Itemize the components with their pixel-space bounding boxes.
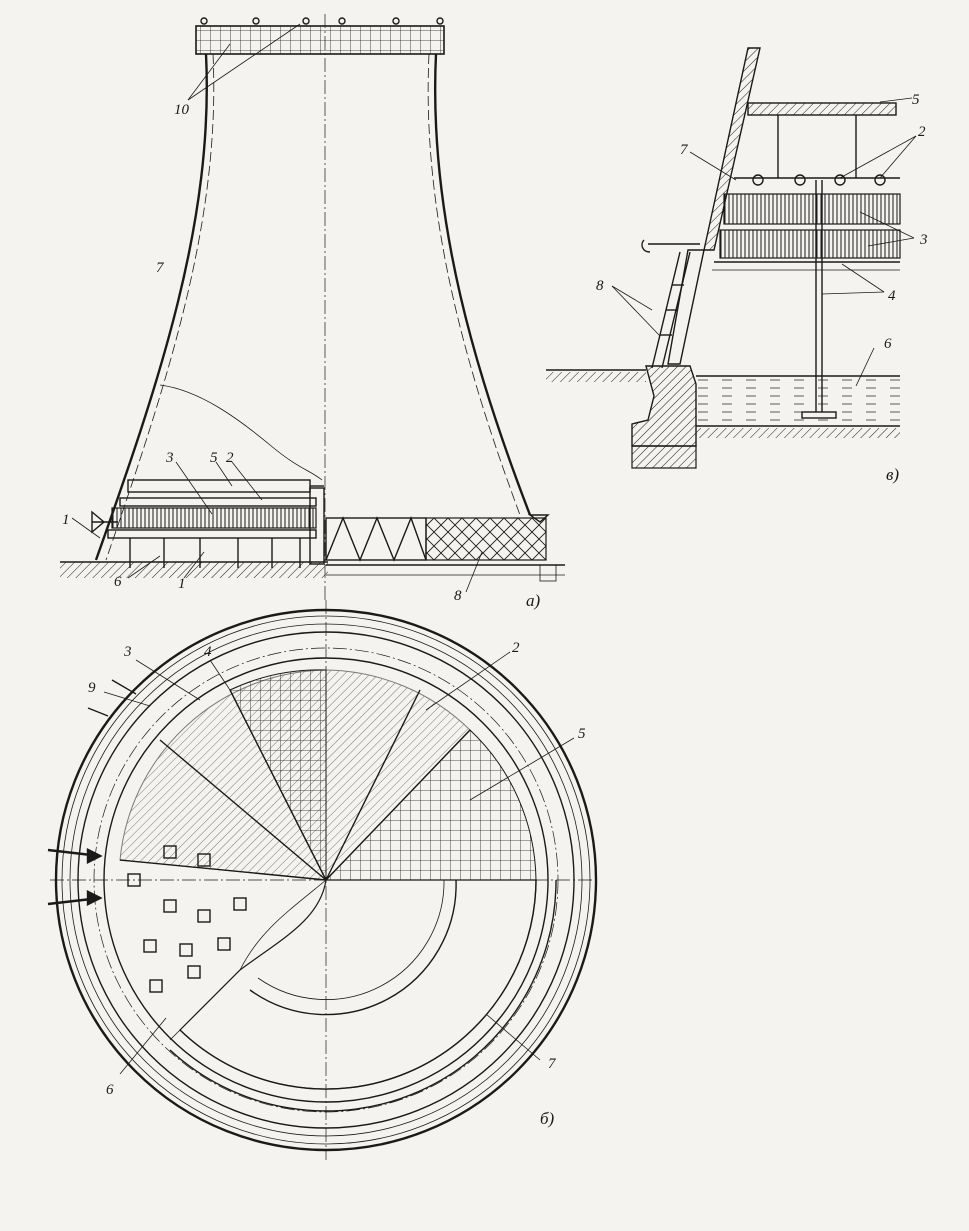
label-b-4: 4 [204, 644, 212, 660]
shell-left-inner [105, 53, 215, 561]
fill-sector-upper-right [325, 669, 471, 882]
top-slab [747, 102, 897, 116]
fill-section-right [425, 517, 547, 561]
label-v-6: 6 [884, 336, 892, 352]
label-a-10: 10 [174, 102, 190, 118]
shell-wall-section [703, 47, 761, 251]
label-v-8: 8 [596, 278, 604, 294]
label-b-3: 3 [123, 644, 132, 660]
subfigure-label-v: в) [886, 465, 899, 484]
label-a-2: 2 [226, 450, 234, 466]
shell-right-inner [427, 53, 521, 516]
label-v-3: 3 [919, 232, 928, 248]
fill-section-left [107, 479, 325, 568]
label-b-6: 6 [106, 1082, 114, 1098]
label-a-8: 8 [454, 588, 462, 604]
tower-elevation: 10 7 3 5 2 1 6 1 8 а) [60, 14, 565, 610]
leaders-b [103, 651, 575, 1075]
label-b-9: 9 [88, 680, 96, 696]
label-a-6: 6 [114, 574, 122, 590]
distribution-pipes [752, 174, 886, 186]
label-a-1-bottom: 1 [178, 576, 186, 592]
shell-left-outer [94, 53, 208, 561]
basin-water [696, 376, 900, 426]
fill-block-lower [719, 229, 901, 259]
fill-block-upper [723, 193, 901, 225]
label-v-2: 2 [918, 124, 926, 140]
leaders-a [71, 23, 483, 593]
section-cut-line [159, 384, 323, 481]
support-columns [127, 845, 247, 993]
plan-view: 4 3 9 2 5 6 7 б) [47, 600, 600, 1160]
subfigure-label-b: б) [540, 1109, 555, 1128]
label-v-5: 5 [912, 92, 920, 108]
label-b-2: 2 [512, 640, 520, 656]
label-a-1-left: 1 [62, 512, 70, 528]
label-a-3: 3 [165, 450, 174, 466]
basin-lower-region [179, 879, 537, 1090]
subfigure-label-a: а) [526, 591, 541, 610]
ground-left [60, 510, 328, 578]
fill-sector-upper-mid [229, 669, 327, 881]
section-detail: 5 2 7 3 8 4 6 в) [546, 47, 928, 484]
cut-edge [169, 879, 327, 1041]
label-a-5: 5 [210, 450, 218, 466]
fill-sector-right [324, 729, 537, 881]
top-grid-platform [195, 25, 445, 55]
top-nodes [200, 17, 444, 25]
label-v-7: 7 [680, 142, 689, 158]
label-b-5: 5 [578, 726, 586, 742]
shell-right-outer [434, 53, 532, 516]
access-ladder [651, 251, 691, 369]
label-v-4: 4 [888, 288, 896, 304]
outflow-arrows [87, 679, 137, 717]
label-a-7: 7 [156, 260, 165, 276]
leaders-v [611, 97, 917, 387]
label-b-7: 7 [548, 1056, 557, 1072]
outer-blocks-lower [169, 879, 557, 1112]
air-inlet-truss [325, 516, 427, 562]
inflow-arrows [47, 848, 103, 906]
